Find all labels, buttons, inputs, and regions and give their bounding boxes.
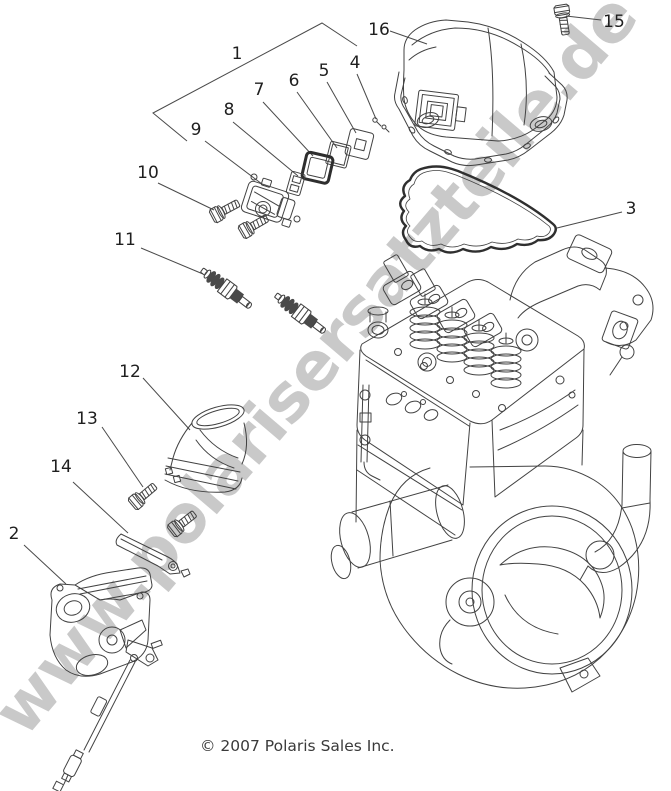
leader-line-4 bbox=[356, 73, 377, 120]
callout-label-6: 6 bbox=[289, 71, 300, 91]
callout-label-11: 11 bbox=[114, 230, 136, 250]
cover-bolt-drawing bbox=[553, 3, 574, 37]
coil-bolt-b-drawing bbox=[236, 211, 272, 240]
callout-label-5: 5 bbox=[319, 61, 330, 81]
callout-label-7: 7 bbox=[254, 80, 265, 100]
callout-label-3: 3 bbox=[626, 199, 637, 219]
throttle-body-drawing bbox=[49, 567, 163, 791]
bracket-drawing bbox=[285, 170, 306, 197]
spark-plug-b-drawing bbox=[270, 288, 330, 339]
leader-line-8 bbox=[232, 121, 299, 177]
callout-label-16: 16 bbox=[368, 20, 390, 40]
leader-line-3 bbox=[556, 211, 623, 229]
leader-line-15 bbox=[565, 15, 602, 21]
leader-line-16 bbox=[389, 30, 428, 45]
boot-bolt-a-drawing bbox=[126, 479, 161, 512]
callout-label-12: 12 bbox=[119, 362, 141, 382]
sensor-plate-drawing bbox=[344, 128, 375, 160]
sensor-screws-drawing bbox=[372, 117, 390, 133]
leader-line-11 bbox=[140, 247, 204, 275]
leader-lines bbox=[23, 15, 623, 585]
ignition-coil-drawing bbox=[240, 173, 301, 228]
callout-label-8: 8 bbox=[224, 100, 235, 120]
leader-line-12 bbox=[142, 377, 191, 431]
callout-label-13: 13 bbox=[76, 409, 98, 429]
callout-label-2: 2 bbox=[9, 524, 20, 544]
seal-frame-drawing bbox=[325, 140, 352, 169]
callout-label-9: 9 bbox=[191, 120, 202, 140]
cover-gasket-drawing bbox=[399, 165, 557, 254]
valve-cover-drawing bbox=[394, 19, 568, 167]
boot-bolt-b-drawing bbox=[165, 507, 200, 539]
leader-line-7 bbox=[262, 101, 314, 157]
callout-label-10: 10 bbox=[137, 163, 159, 183]
callout-labels: 1 2 3 4 5 6 7 8 9 10 11 12 13 14 15 16 bbox=[9, 12, 637, 544]
callout-label-1: 1 bbox=[232, 44, 243, 64]
leader-line-2 bbox=[23, 544, 67, 585]
spark-plug-a-drawing bbox=[196, 263, 256, 314]
square-seal-drawing bbox=[300, 150, 335, 185]
leader-line-13 bbox=[101, 426, 144, 488]
leader-line-14 bbox=[72, 481, 129, 534]
callout-label-4: 4 bbox=[350, 53, 361, 73]
callout-label-14: 14 bbox=[50, 457, 72, 477]
clamp-drawing bbox=[115, 533, 191, 578]
callout-label-15: 15 bbox=[603, 12, 625, 32]
leader-line-10 bbox=[157, 182, 215, 211]
intake-boot-drawing bbox=[164, 404, 248, 493]
leader-line-6 bbox=[296, 91, 338, 149]
leader-line-9 bbox=[204, 140, 263, 185]
leader-line-1 bbox=[152, 22, 358, 142]
rocker-towers bbox=[382, 254, 503, 348]
leader-line-5 bbox=[326, 81, 357, 134]
copyright-text: © 2007 Polaris Sales Inc. bbox=[200, 737, 395, 755]
engine-assembly-drawing bbox=[330, 234, 654, 693]
valve-springs bbox=[409, 293, 522, 389]
